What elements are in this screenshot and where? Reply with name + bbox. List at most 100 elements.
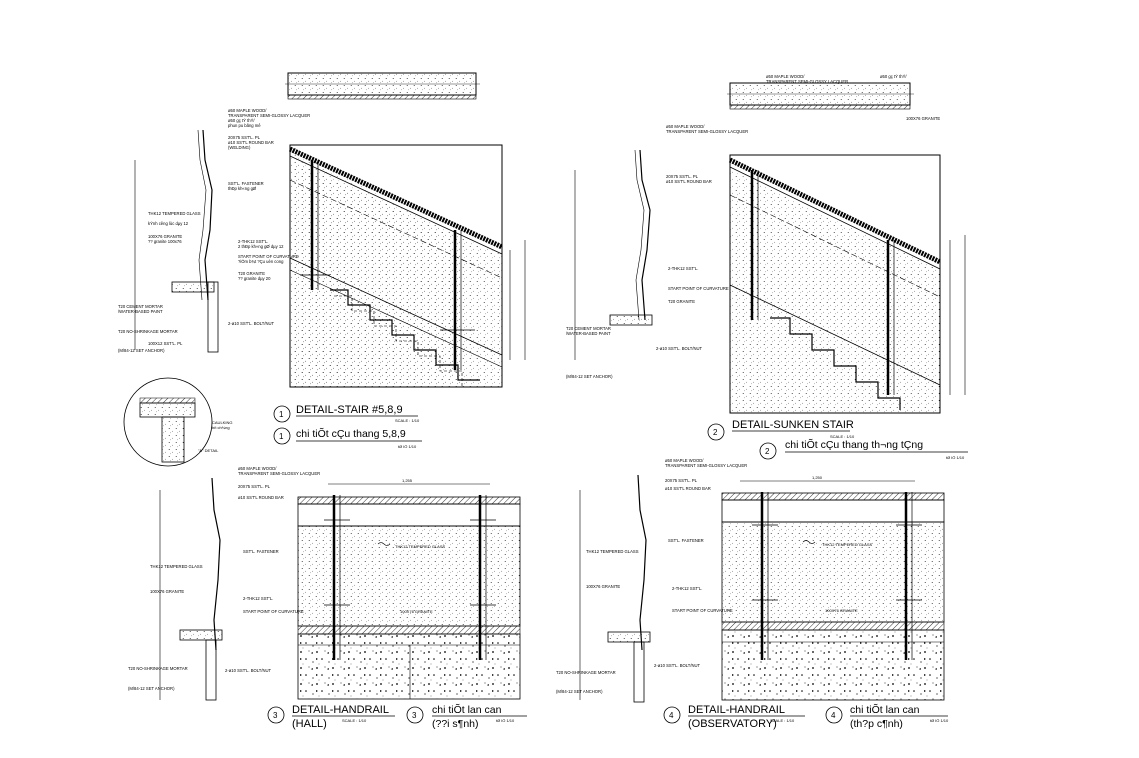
detail-2-vn-number: 2: [765, 447, 770, 456]
detail-2-marker: [707, 423, 725, 441]
detail-2-vn-title: chi tiÕt cÇu thang th¬ng tÇng: [785, 438, 923, 451]
detail-a-callout: [123, 377, 213, 467]
note-paint: /WATER-BASED PAINT: [118, 309, 163, 314]
detail-3-vn-subtitle: (??i s¶nh): [432, 718, 479, 730]
detail-2-title: DETAIL-SUNKEN STAIR: [732, 419, 854, 431]
note-2-maple: ø50 MAPLE WOOD/: [766, 74, 805, 79]
note-4-lacquer: TRANSPARENT SEMI-GLOSSY LACQUER: [665, 463, 747, 468]
note-lacquer: TRANSPARENT SEMI-GLOSSY LACQUER: [228, 113, 310, 118]
note-3-bolt: 2-ø10 SST'L. BOLT/NUT: [225, 668, 272, 673]
note-4-glass-l: THK12 TEMPERED GLASS: [586, 549, 639, 554]
note-4-curvature: START POINT OF CURVATURE: [672, 608, 733, 613]
note-2b-maple: ø50 MAPLE WOOD/: [666, 124, 705, 129]
detail-3-vn-marker: [406, 706, 424, 724]
detail-2-scale: SCALE : 1/10: [830, 434, 855, 439]
note-2-mortar: T20 CEMENT MORTAR: [566, 326, 611, 331]
detail-1-vn-scale: tØ lÖ 1/10: [398, 444, 417, 449]
detail-4-vn-scale: tØ lÖ 1/10: [930, 718, 949, 723]
note-shrinkage: T20 NO-SHRINKAGE MORTAR: [118, 329, 178, 334]
detail-3-vn-title: chi tiÕt lan can: [432, 703, 502, 716]
detail-2-vn-scale: tØ lÖ 1/10: [946, 455, 965, 460]
detail-3-marker: [267, 706, 285, 724]
detail-stair-2: ø50 MAPLE WOOD/ TRANSPARENT SEMI-GLOSSY …: [566, 74, 968, 460]
detail-4-scale: SCALE : 1/10: [770, 718, 795, 723]
detail-handrail-3: 1,255 THK12 TEMPERED GLASS 100X76 GRANIT…: [128, 466, 527, 730]
detail-a-label: "A" DETAIL: [198, 448, 219, 453]
note-4-shrinkage: T20 NO-SHRINKAGE MORTAR: [556, 670, 616, 675]
detail-1-vn-marker: [273, 427, 291, 445]
detail-4-subtitle: (OBSERVATORY): [688, 718, 777, 730]
note-round-bar: ø10 SST'L ROUND BAR: [228, 140, 274, 145]
note-glass: THK12 TEMPERED GLASS: [148, 211, 201, 216]
note-3-steel: 20X75 SST'L. PL: [238, 484, 271, 489]
note-fastener-vn: thÐp kh«ng gØ: [228, 186, 257, 191]
note-2-paint: /WATER-BASED PAINT: [566, 331, 611, 336]
note-2-anchor: (M/84-12 SET ANCHOR): [566, 374, 613, 379]
note-plate: 2-THK12 SST'L.: [238, 239, 268, 244]
note-2-curvature: START POINT OF CURVATURE: [668, 286, 729, 291]
detail-1-title: DETAIL-STAIR #5,8,9: [296, 404, 403, 416]
note-anchor: (M/84-12 SET ANCHOR): [118, 348, 165, 353]
note-curvature: START POINT OF CURVATURE: [238, 254, 299, 259]
detail-1-scale: SCALE : 1/10: [395, 418, 420, 423]
note-2-maple-vn: ø50 gç tÝ thÝ/: [880, 74, 907, 79]
note-t20: T20 GRANITE: [238, 271, 265, 276]
note-4-granite: 100X76 GRANITE: [825, 608, 858, 613]
note-3-maple: ø50 MAPLE WOOD/: [238, 466, 277, 471]
caulking-vn-label: bít ch¾ng: [212, 425, 230, 430]
note-pl: 100X12 SST'L. PL: [148, 341, 183, 346]
note-welding: (WELDING): [228, 145, 251, 150]
note-4-fastener: SST'L. FASTENER: [668, 538, 704, 543]
detail-4-vn-marker: [825, 706, 843, 724]
caulking-label: CAULKING: [212, 420, 232, 425]
note-steel-bar: 20X75 SST'L. PL: [228, 135, 261, 140]
note-mortar: T20 CEMENT MORTAR: [118, 304, 163, 309]
detail-4-number: 4: [669, 711, 674, 720]
note-4-granite-l: 100X76 GRANITE: [586, 584, 620, 589]
note-granite: 100X76 GRANITE: [148, 234, 182, 239]
note-3-curvature: START POINT OF CURVATURE: [243, 609, 304, 614]
note-2-round: ø10 SST'L ROUND BAR: [666, 179, 712, 184]
detail-4-vn-subtitle: (th?p c¶nh): [850, 718, 903, 730]
detail-3-vn-number: 3: [412, 711, 417, 720]
detail-1-vn-number: 1: [279, 432, 284, 441]
note-fastener: SST'L. FASTENER: [228, 181, 264, 186]
detail-3-scale: SCALE : 1/10: [342, 718, 367, 723]
note-2-plate: 2-THK12 SST'L.: [668, 266, 698, 271]
note-3-plate: 2-THK12 SST'L.: [243, 596, 273, 601]
detail-stair-1: CAULKING bít ch¾ng "A" DETAIL ø50 MAPLE …: [118, 72, 526, 467]
detail-4-title: DETAIL-HANDRAIL: [688, 704, 785, 716]
note-3-round: ø10 SST'L ROUND BAR: [238, 495, 284, 500]
detail-1-marker: [273, 405, 291, 423]
note-3-glass: THK12 TEMPERED GLASS: [395, 544, 445, 549]
detail-1-vn-title: chi tiÕt cÇu thang 5,8,9: [296, 427, 406, 440]
note-3-anchor: (M/84-12 SET ANCHOR): [128, 686, 175, 691]
note-4-steel: 20X75 SST'L. PL: [665, 478, 698, 483]
detail-handrail-4: 1,250 THK12 TEMPERED GLASS 100X76 GRANIT…: [556, 458, 949, 730]
note-4-glass: THK12 TEMPERED GLASS: [822, 542, 872, 547]
dim-4-top: 1,250: [812, 475, 823, 480]
note-t20-vn: ?? granite dµy 20: [238, 276, 271, 281]
note-4-round: ø10 SST'L ROUND BAR: [665, 486, 711, 491]
detail-1-number: 1: [279, 410, 284, 419]
note-2b-lacquer: TRANSPARENT SEMI-GLOSSY LACQUER: [666, 129, 748, 134]
note-3-fastener: SST'L. FASTENER: [243, 549, 279, 554]
note-maple-vn: ø50 gç tÝ thÝ/: [228, 118, 255, 123]
note-2-bolt: 2-ø10 SST'L. BOLT/NUT: [656, 346, 703, 351]
note-4-plate: 2-THK12 SST'L.: [672, 586, 702, 591]
detail-2-vn-marker: [759, 442, 777, 460]
note-curvature-vn: ?iÓm b¾t ?Çu uèn cong: [238, 259, 284, 264]
note-4-bolt: 2-ø10 SST'L. BOLT/NUT: [654, 663, 701, 668]
note-3-glass-l: THK12 TEMPERED GLASS: [150, 564, 203, 569]
note-3-granite-l: 100X76 GRANITE: [150, 589, 184, 594]
note-glass-vn: kÝnh c­êng lùc dµy 12: [148, 221, 189, 226]
detail-3-number: 3: [273, 711, 278, 720]
detail-3-vn-scale: tØ lÖ 1/10: [496, 718, 515, 723]
detail-4-marker: [663, 706, 681, 724]
note-maple: ø50 MAPLE WOOD/: [228, 108, 267, 113]
note-3-granite: 100X76 GRANITE: [400, 609, 433, 614]
detail-3-title: DETAIL-HANDRAIL: [292, 704, 389, 716]
detail-2-number: 2: [713, 428, 718, 437]
dim-3-top: 1,255: [402, 478, 413, 483]
